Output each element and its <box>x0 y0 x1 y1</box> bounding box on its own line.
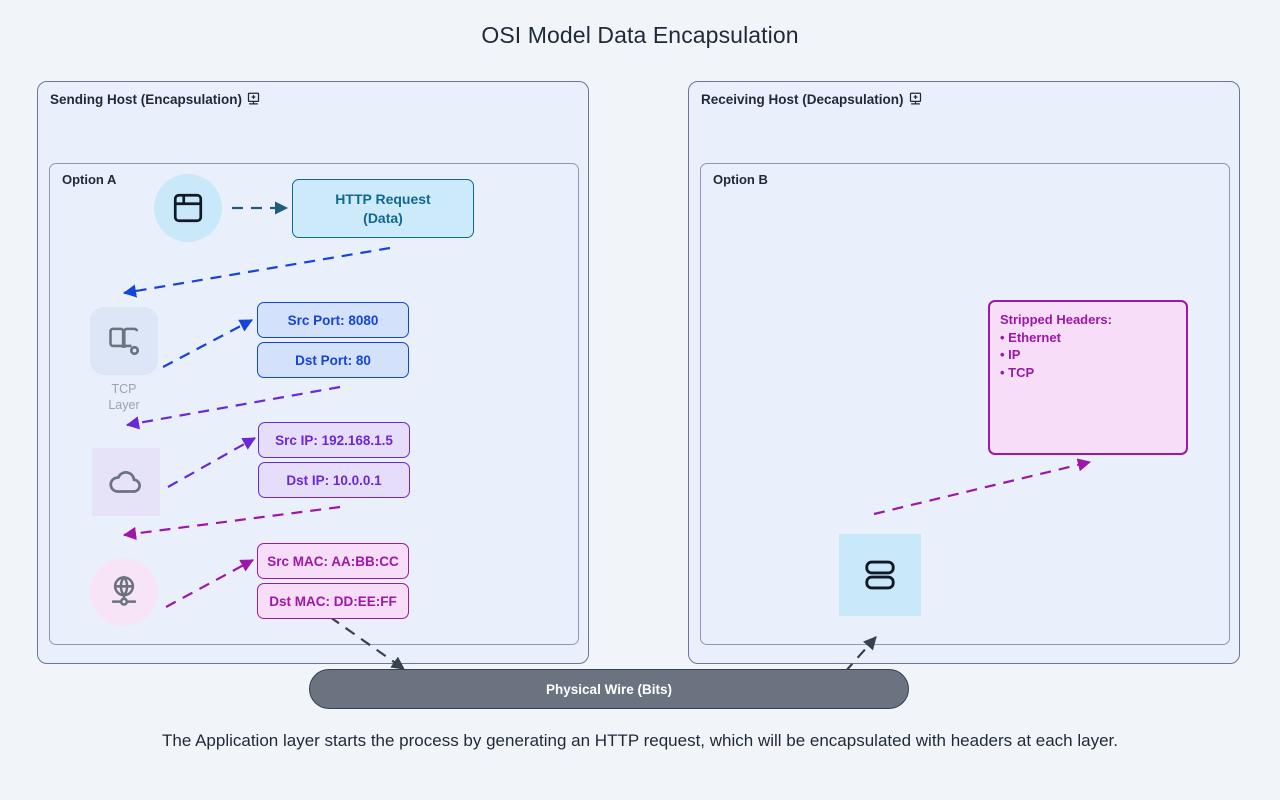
option-a-label: Option A <box>62 172 117 187</box>
ip-layer-node[interactable] <box>92 448 160 516</box>
tcp-layer-caption: TCP Layer <box>108 381 139 413</box>
sending-host-label: Sending Host (Encapsulation) <box>50 91 261 108</box>
stripped-headers-item-ip: • IP <box>1000 347 1021 362</box>
browser-window-icon <box>154 174 222 242</box>
http-request-line1: HTTP Request <box>335 190 431 207</box>
dst-ip-label: Dst IP: 10.0.0.1 <box>286 472 382 488</box>
stripped-headers-item-ethernet: • Ethernet <box>1000 329 1061 345</box>
src-ip-box[interactable]: Src IP: 192.168.1.5 <box>258 422 410 458</box>
dst-mac-box[interactable]: Dst MAC: DD:EE:FF <box>257 583 409 619</box>
receiving-host-label-text: Receiving Host (Decapsulation) <box>701 92 904 107</box>
workstation-icon <box>246 91 261 108</box>
tcp-layer-caption-line1: TCP <box>111 382 137 396</box>
src-port-label: Src Port: 8080 <box>287 312 379 328</box>
physical-wire-label: Physical Wire (Bits) <box>546 681 672 697</box>
http-request-line2: (Data) <box>363 209 403 226</box>
cloud-icon <box>92 448 160 516</box>
page-title: OSI Model Data Encapsulation <box>481 22 799 48</box>
receiving-server-node[interactable] <box>839 534 921 616</box>
stripped-headers-item-tcp: • TCP <box>1000 364 1035 380</box>
option-b-label: Option B <box>713 172 768 187</box>
network-globe-icon <box>90 558 158 626</box>
book-gear-icon <box>90 307 158 375</box>
receiving-host-panel: Receiving Host (Decapsulation) Option B <box>688 81 1240 664</box>
dst-port-label: Dst Port: 80 <box>295 352 371 368</box>
src-mac-box[interactable]: Src MAC: AA:BB:CC <box>257 543 409 579</box>
server-stack-icon <box>839 534 921 616</box>
workstation-icon <box>908 91 923 108</box>
src-mac-label: Src MAC: AA:BB:CC <box>267 553 399 569</box>
tcp-layer-node[interactable]: TCP Layer <box>90 307 158 413</box>
stripped-headers-box[interactable]: Stripped Headers: • Ethernet • IP • TCP <box>988 300 1188 455</box>
http-request-box[interactable]: HTTP Request (Data) <box>292 179 474 238</box>
src-port-box[interactable]: Src Port: 8080 <box>257 302 409 338</box>
sending-host-label-text: Sending Host (Encapsulation) <box>50 92 243 107</box>
receiving-host-label: Receiving Host (Decapsulation) <box>701 91 923 108</box>
diagram-caption: The Application layer starts the process… <box>162 731 1118 750</box>
dst-mac-label: Dst MAC: DD:EE:FF <box>269 593 397 609</box>
dst-port-box[interactable]: Dst Port: 80 <box>257 342 409 378</box>
src-ip-label: Src IP: 192.168.1.5 <box>275 432 393 448</box>
physical-wire-bar[interactable]: Physical Wire (Bits) <box>309 669 909 709</box>
application-layer-node[interactable] <box>154 174 222 242</box>
tcp-layer-caption-line2: Layer <box>108 398 140 412</box>
dst-ip-box[interactable]: Dst IP: 10.0.0.1 <box>258 462 410 498</box>
stripped-headers-title: Stripped Headers: <box>1000 312 1112 327</box>
ethernet-layer-node[interactable] <box>90 558 158 626</box>
